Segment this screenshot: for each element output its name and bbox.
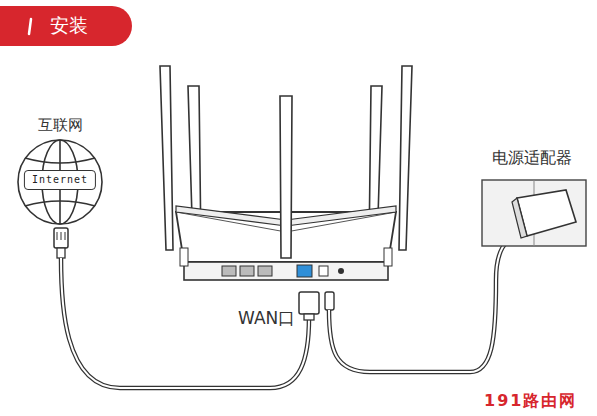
globe-band-label: Internet: [24, 170, 96, 190]
node-heading: 互联网: [8, 116, 112, 134]
title-tab: [0, 6, 132, 46]
power-cable: [325, 232, 520, 372]
title-mark: [29, 19, 31, 34]
antenna: [280, 96, 292, 258]
watermark: 191路由网: [484, 391, 577, 411]
part-label: 电源适配器: [492, 148, 572, 168]
globe-node: 互联网 Internet: [8, 116, 112, 228]
section-title: 安装: [50, 13, 88, 37]
power-adapter: [482, 180, 586, 246]
port-label: WAN口: [238, 308, 295, 329]
globe-icon: [18, 140, 102, 224]
